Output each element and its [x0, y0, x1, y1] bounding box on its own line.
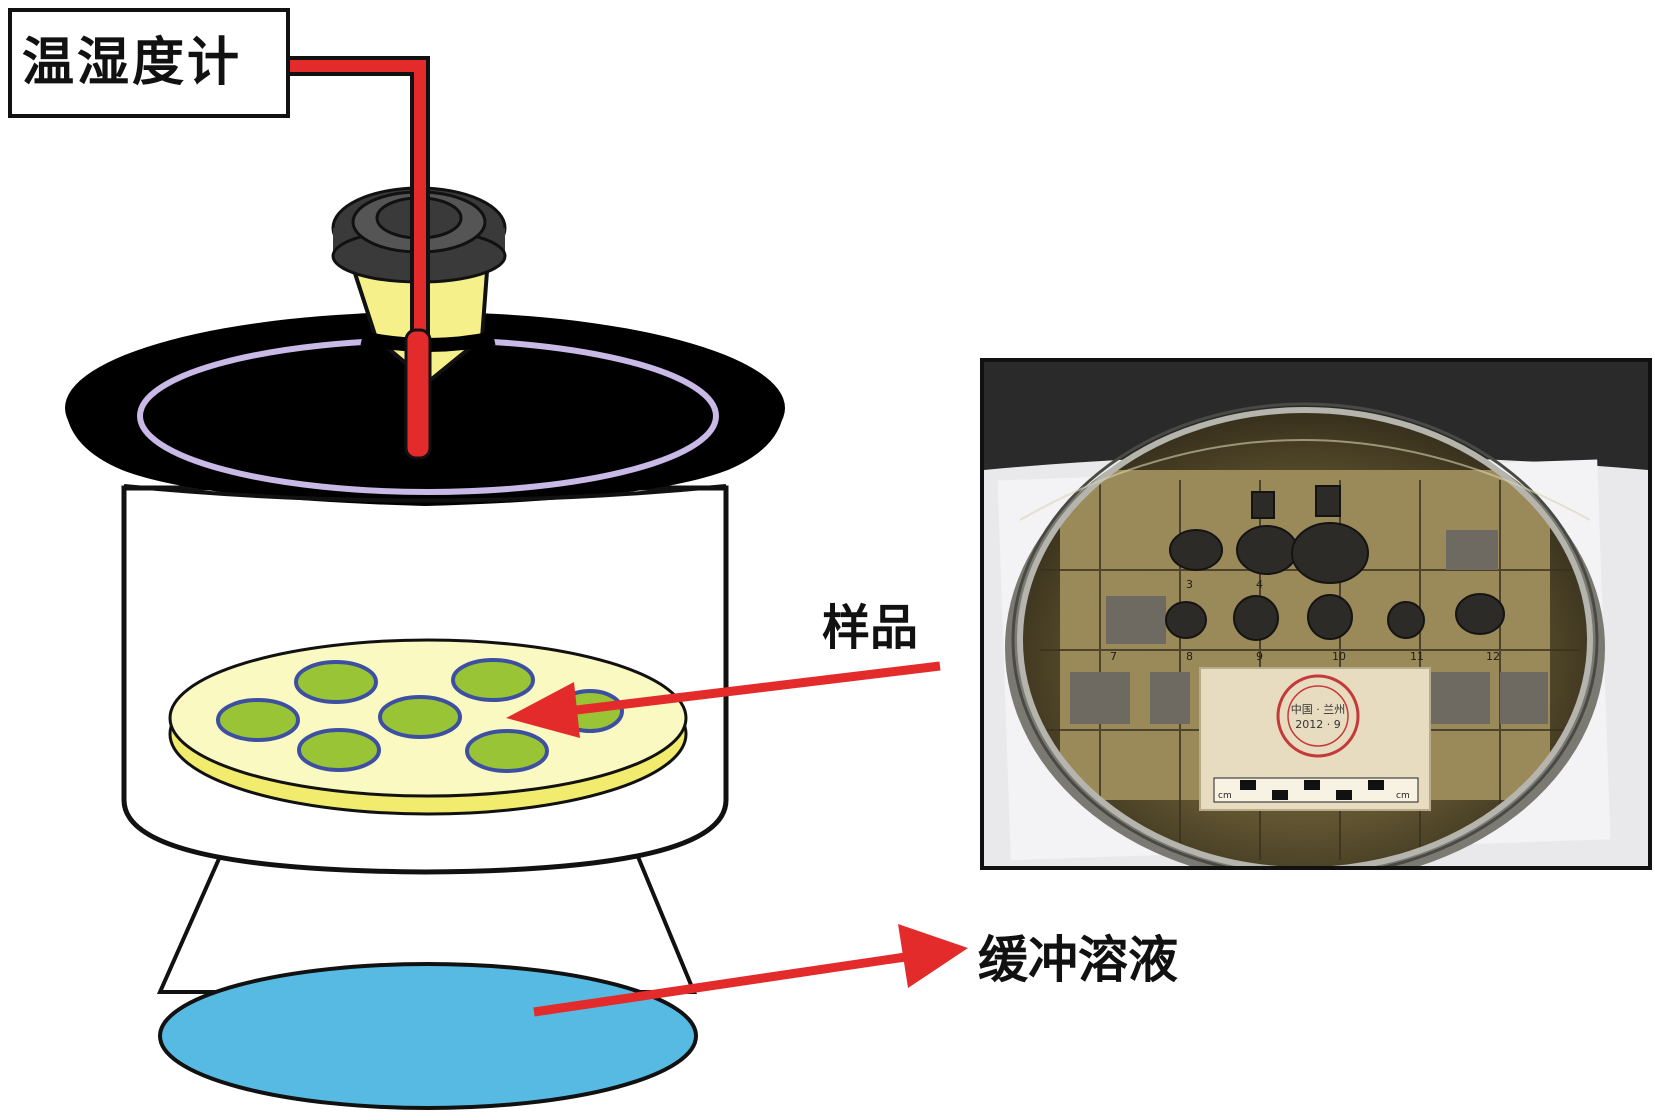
sample-disc	[297, 728, 381, 772]
buffer-arrow	[533, 924, 968, 1017]
card-location-text: 中国 · 兰州	[1291, 703, 1346, 716]
probe-tip	[404, 328, 432, 460]
cell-number: 3	[1186, 578, 1193, 591]
sample-disc	[378, 695, 462, 739]
hygrometer-box	[8, 8, 290, 118]
buffer-solution-label: 缓冲溶液	[978, 930, 1178, 989]
buffer-solution-pool	[158, 962, 698, 1110]
sample-disc	[294, 660, 378, 704]
cell-number: 8	[1186, 650, 1193, 663]
cell-number: 4	[1256, 578, 1263, 591]
scale-unit-right: cm	[1396, 791, 1410, 801]
cell-number: 10	[1332, 650, 1346, 663]
cell-number: 12	[1486, 650, 1500, 663]
sample-photo: 3 4 7 8 9 10 11 12 中国 · 兰州 2012 · 9	[980, 358, 1652, 870]
cell-number: 7	[1110, 650, 1117, 663]
scale-unit-left: cm	[1218, 791, 1232, 801]
cell-number: 11	[1410, 650, 1424, 663]
sample-disc	[451, 658, 535, 702]
sample-disc	[465, 729, 549, 773]
cell-number: 9	[1256, 650, 1263, 663]
card-date-text: 2012 · 9	[1295, 718, 1340, 731]
hygrometer-label: 温湿度计	[22, 32, 243, 93]
samples-arrow	[506, 661, 941, 738]
sample-disc	[216, 698, 300, 742]
samples-label: 样品	[822, 600, 919, 656]
